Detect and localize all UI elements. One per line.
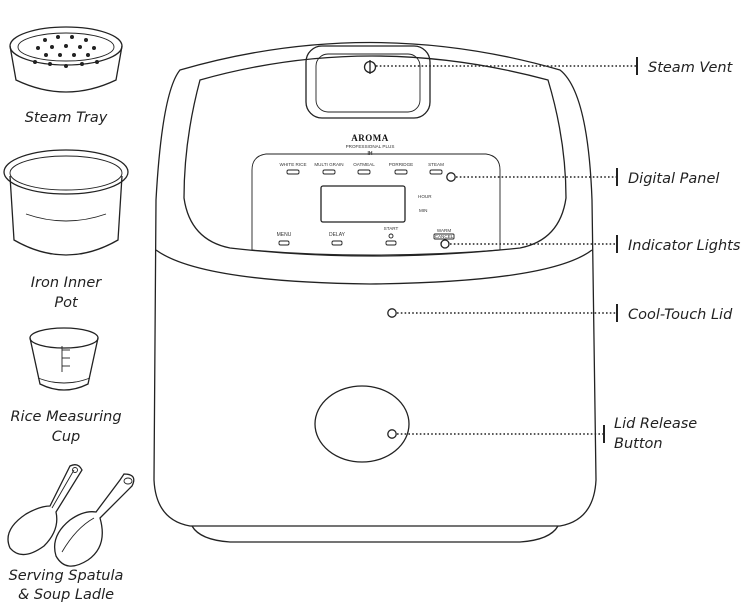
hour-label: HOUR (418, 194, 432, 199)
delay-label: DELAY (329, 232, 346, 238)
inner-pot-illustration (4, 150, 128, 255)
digital-panel-marker (447, 173, 455, 181)
white-rice-button[interactable] (287, 170, 299, 174)
digital-panel-label: Digital Panel (628, 171, 719, 187)
start-label: START (384, 226, 399, 231)
oatmeal-label: OATMEAL (353, 162, 375, 167)
menu-button[interactable] (279, 241, 289, 245)
lid-release-marker (388, 430, 396, 438)
warm-label: WARM (437, 228, 452, 233)
steam-tray-label: Steam Tray (25, 110, 108, 126)
multi-grain-label: MULTI GRAIN (314, 162, 343, 167)
inner-pot-label-line2: Pot (54, 295, 79, 311)
spatula-ladle-illustration (8, 465, 134, 566)
oatmeal-button[interactable] (358, 170, 370, 174)
porridge-button[interactable] (395, 170, 407, 174)
measuring-cup-label-line2: Cup (52, 429, 81, 445)
lid-release-label-line2: Button (614, 436, 663, 452)
steam-tray-illustration (10, 27, 122, 92)
delay-button[interactable] (332, 241, 342, 245)
spatula-ladle-label-line2: & Soup Ladle (18, 587, 114, 603)
brand-subtitle: PROFESSIONAL PLUS (346, 144, 395, 149)
lid-release-label-line1: Lid Release (614, 416, 697, 432)
white-rice-label: WHITE RICE (279, 162, 306, 167)
warm-indicator-light (441, 240, 449, 248)
steam-button[interactable] (430, 170, 442, 174)
min-label: MIN (419, 208, 427, 213)
menu-label: MENU (277, 232, 292, 238)
cool-touch-lid-label: Cool-Touch Lid (628, 307, 733, 323)
steam-label: STEAM (428, 162, 444, 167)
lcd-display (321, 186, 405, 222)
measuring-cup-illustration (30, 328, 98, 390)
cool-touch-lid-marker (388, 309, 396, 317)
measuring-cup-label-line1: Rice Measuring (10, 409, 121, 425)
multi-grain-button[interactable] (323, 170, 335, 174)
indicator-lights-label: Indicator Lights (628, 238, 741, 254)
steam-vent-label: Steam Vent (648, 60, 734, 76)
control-button-row: MENU DELAY START WARM CANCEL (277, 226, 454, 248)
start-indicator-light (389, 234, 393, 238)
cancel-label: CANCEL (435, 234, 454, 239)
lid-release-button[interactable] (315, 386, 409, 462)
brand-logo: AROMA (351, 133, 389, 143)
porridge-label: PORRIDGE (389, 162, 414, 167)
brand-model: IH (368, 151, 373, 157)
start-button[interactable] (386, 241, 396, 245)
spatula-ladle-label-line1: Serving Spatula (9, 568, 124, 584)
inner-pot-label-line1: Iron Inner (31, 275, 102, 291)
menu-button-row: WHITE RICE MULTI GRAIN OATMEAL PORRIDGE … (279, 162, 444, 174)
